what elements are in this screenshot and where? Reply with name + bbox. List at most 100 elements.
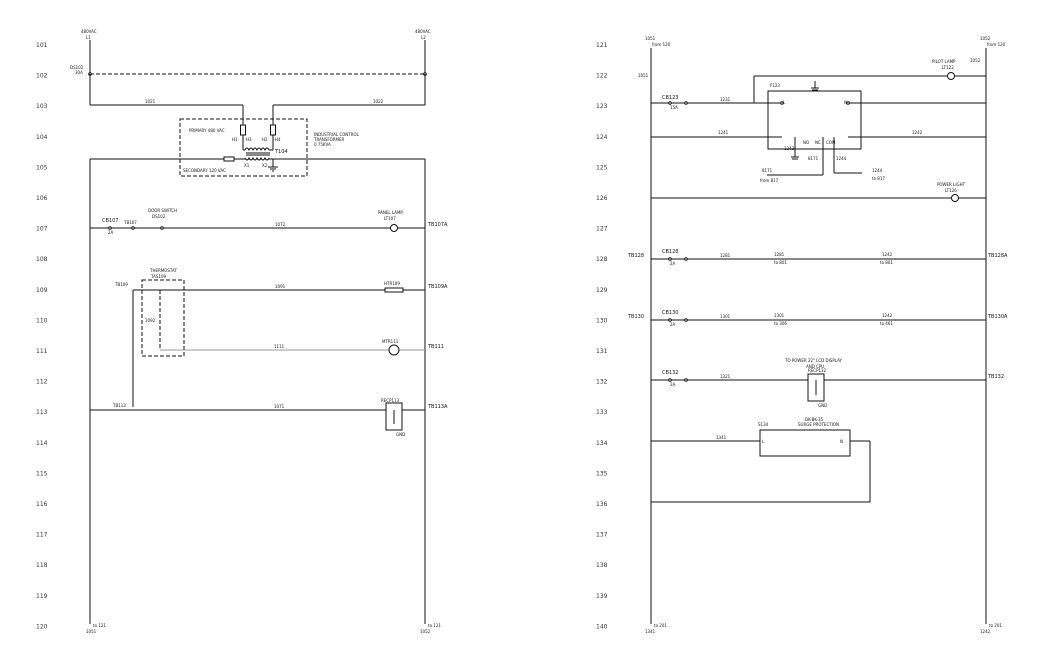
cb107-tag: CB107 (102, 218, 118, 224)
left-line-number-119: 119 (36, 593, 48, 600)
wire-1244-relay: 1244 (836, 156, 847, 161)
relay-com: COM (826, 140, 836, 145)
thermostat-tag: TAS109 (150, 274, 166, 279)
tb109-label: TB109 (114, 282, 128, 287)
wire-1021: 1021 (145, 99, 156, 104)
right-line-number-129: 129 (596, 287, 608, 294)
tb107-label: TB107 (123, 220, 137, 225)
wire-1071: 1071 (274, 404, 285, 409)
power-light-tag: LT126 (945, 188, 957, 193)
right-sheet: 1211221231241251261271281291301311321331… (596, 36, 1008, 634)
transformer-desc-2: TRANSFORMER (313, 137, 345, 142)
right-line-number-132: 132 (596, 379, 608, 386)
to-801-b: to 801 (880, 260, 893, 265)
wire-1281: 1281 (720, 253, 731, 258)
door-switch-label: DOOR SWITCH (148, 208, 177, 213)
tb130-label: TB130 (627, 314, 644, 320)
wire-1243: 1243 (784, 146, 795, 151)
door-switch-tag: DS102 (152, 214, 166, 219)
right-line-number-130: 130 (596, 317, 608, 324)
wire-1321: 1321 (720, 374, 731, 379)
left-line-number-115: 115 (36, 470, 48, 477)
right-line-number-121: 121 (596, 42, 608, 49)
pin-l: L (783, 100, 786, 105)
rung-113: TB113 1071 RECP113 GND TB113A (90, 398, 448, 437)
left-bottom-to: to 121 (93, 623, 106, 628)
htr109-label: HTR109 (384, 281, 400, 286)
secondary-label: SECONDARY 120 VAC (183, 168, 226, 173)
left-line-number-104: 104 (36, 134, 48, 141)
right-line-number-123: 123 (596, 103, 608, 110)
pilot-lamp-tag: LT122 (942, 65, 954, 70)
tb132-label: TB132 (987, 374, 1004, 380)
wire-1022: 1022 (373, 99, 384, 104)
left-line-number-107: 107 (36, 226, 48, 233)
right-line-number-126: 126 (596, 195, 608, 202)
l1-label: L1 (86, 35, 91, 40)
cb132-rating: 2A (670, 382, 676, 387)
cb132-tag: CB132 (662, 370, 678, 376)
right-line-numbers: 1211221231241251261271281291301311321331… (596, 42, 608, 630)
rung-130: TB130 CB130 2A 1301 1301 to 306 1242 to … (627, 310, 1008, 327)
right-line-number-138: 138 (596, 562, 608, 569)
cb130-rating: 2A (670, 322, 676, 327)
wire-1242-128: 1242 (882, 252, 893, 257)
left-line-number-112: 112 (36, 379, 48, 386)
left-line-number-114: 114 (36, 440, 48, 447)
lcd-label-2: AND CPU (806, 364, 824, 369)
wire-8171-label: 8171 (762, 168, 773, 173)
tb128-label: TB128 (627, 253, 644, 259)
pilot-lamp-label: PILOT LAMP (932, 59, 956, 64)
right-sheet-bottom-left-to: to 201 (654, 623, 667, 628)
right-sheet-bottom-left-wire: 1341 (645, 629, 656, 634)
l2-label: L2 (421, 35, 426, 40)
mtr111-label: MTR111 (382, 339, 399, 344)
l2-header: 480VAC (415, 29, 431, 34)
wire-1091: 1091 (275, 284, 286, 289)
l1-header: 480VAC (81, 29, 97, 34)
right-line-number-125: 125 (596, 164, 608, 171)
left-line-number-116: 116 (36, 501, 48, 508)
right-sheet-bottom-right-to: to 201 (989, 623, 1002, 628)
primary-label: PRIMARY 480 VAC (189, 128, 225, 133)
tb113a-label: TB113A (427, 404, 448, 410)
wire-1301: 1301 (720, 314, 731, 319)
relay-no: NO (803, 140, 809, 145)
top-left-from: from 120 (652, 42, 671, 47)
rung-122: 1051 PILOT LAMP LT122 1052 (638, 58, 986, 103)
disconnect-rating: 30A (75, 70, 83, 75)
surge-pin-l: L (762, 439, 765, 444)
surge-model: DK-BK-35 (805, 417, 824, 422)
wire-1242-130: 1242 (882, 313, 893, 318)
wire-1092: 1092 (145, 318, 156, 323)
recp132-gnd: GND (818, 403, 827, 408)
rung-107: CB107 2A TB107 DOOR SWITCH DS102 1072 PA… (90, 208, 448, 235)
right-line-number-136: 136 (596, 501, 608, 508)
x1-label: X1 (244, 163, 250, 168)
wire-1231: 1231 (720, 97, 731, 102)
thermostat-tas109: THERMOSTAT TAS109 1092 TB109 1091 HTR109… (114, 268, 448, 407)
left-sheet: 1011021031041051061071081091101111121131… (36, 29, 448, 634)
f123-tag: F123 (770, 83, 780, 88)
left-line-number-102: 102 (36, 73, 48, 80)
right-bottom-wire: 1052 (420, 629, 431, 634)
right-line-number-127: 127 (596, 226, 608, 233)
cb123-tag: CB123 (662, 95, 678, 101)
wire-1051: 1051 (638, 73, 649, 78)
cb107-rating: 2A (108, 230, 114, 235)
h4-label: H4 (275, 137, 281, 142)
tb107a-label: TB107A (427, 222, 448, 228)
panel-lamp-label: PANEL LAMP (378, 210, 403, 215)
cb128-rating: 2A (670, 261, 676, 266)
tb113-label: TB113 (112, 403, 126, 408)
recp113-gnd: GND (396, 432, 405, 437)
left-line-number-106: 106 (36, 195, 48, 202)
cb128-tag: CB128 (662, 249, 678, 255)
recp113-label: RECP113 (381, 398, 400, 403)
h2-label: H2 (262, 137, 268, 142)
thermostat-label: THERMOSTAT (149, 268, 177, 273)
wire-1241: 1241 (718, 130, 729, 135)
left-line-numbers: 1011021031041051061071081091101111121131… (36, 42, 48, 630)
left-line-number-120: 120 (36, 623, 48, 630)
